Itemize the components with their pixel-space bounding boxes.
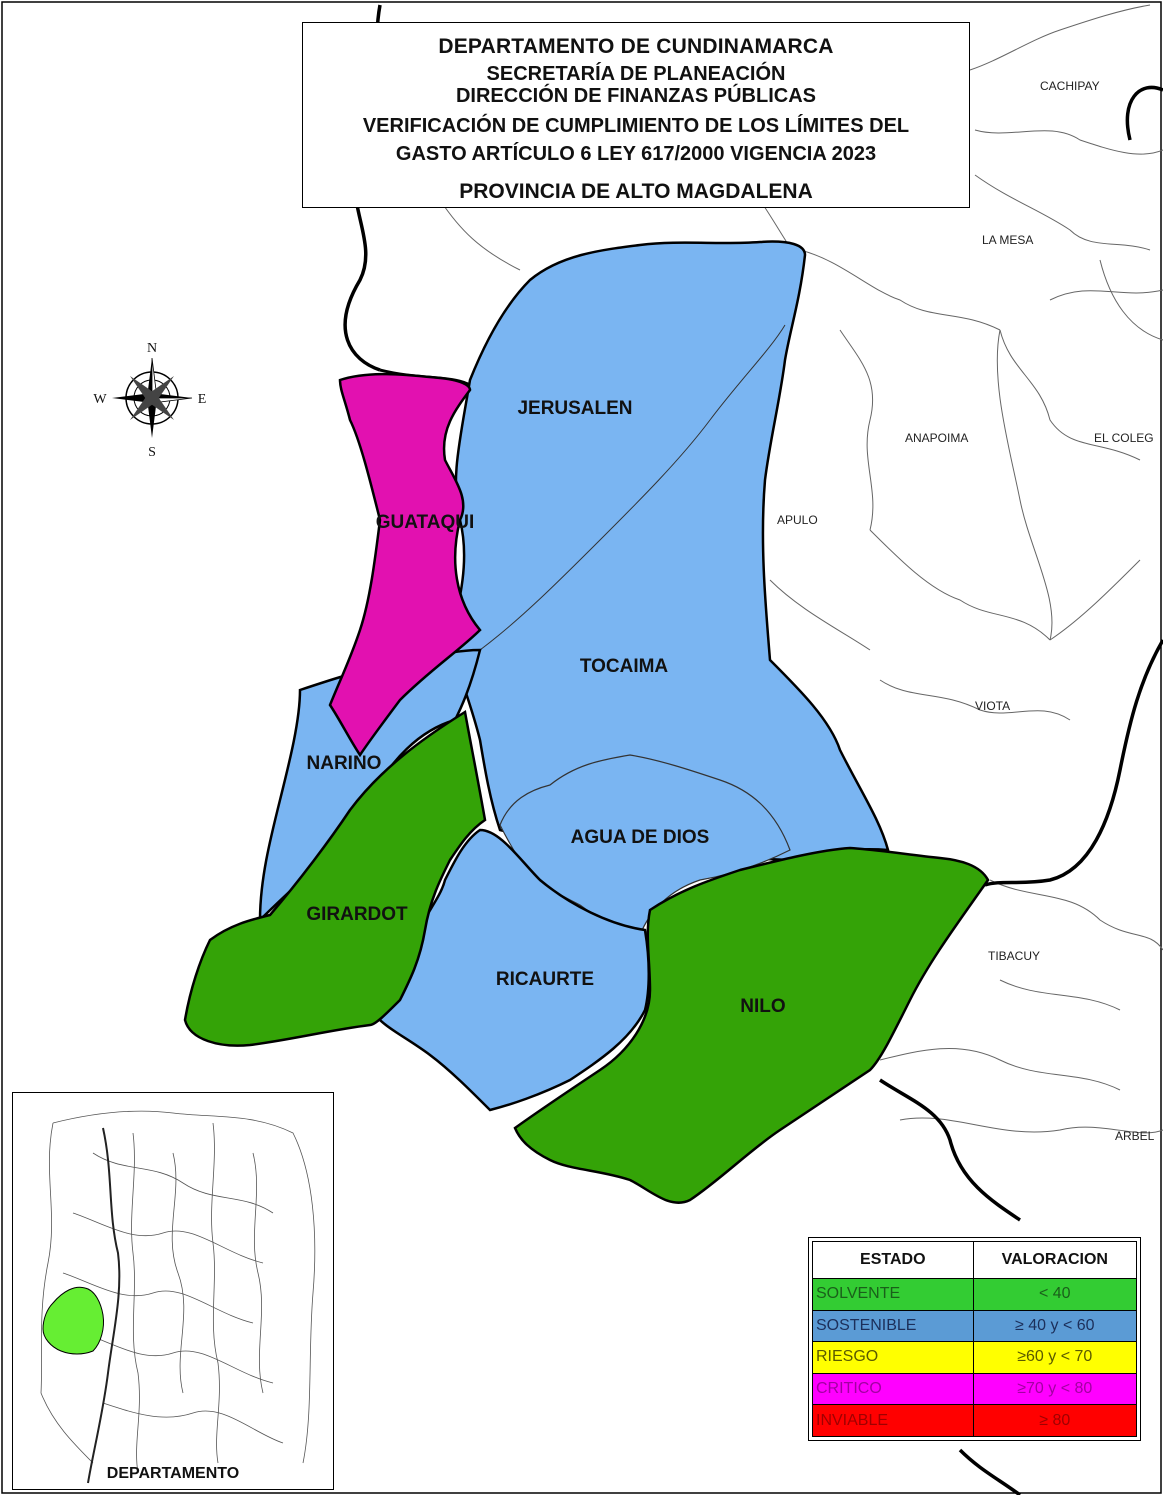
legend-header-valoracion: VALORACION [972, 1241, 1138, 1279]
inset-label: DEPARTAMENTO [106, 1465, 240, 1482]
municipality-nilo[interactable] [513, 846, 990, 1204]
label-narino: NARINO [307, 753, 382, 774]
legend-estado: RIESGO [812, 1341, 974, 1374]
legend-row: INVIABLE≥ 80 [812, 1404, 1138, 1437]
municipality-guataqui[interactable] [328, 372, 482, 758]
label-tibacuy: TIBACUY [988, 949, 1040, 963]
compass-e: E [198, 392, 207, 407]
inset-province-highlight [42, 1286, 104, 1355]
title-line-6: PROVINCIA DE ALTO MAGDALENA [459, 180, 813, 203]
municipality-tocaima[interactable] [448, 240, 890, 862]
label-ricaurte: RICAURTE [496, 969, 594, 990]
legend-row: SOSTENIBLE≥ 40 y < 60 [812, 1309, 1138, 1343]
neighbor-boundaries [439, 4, 1163, 1134]
border-jerusalen-tocaima [479, 324, 786, 651]
legend-valoracion: ≥70 y < 80 [972, 1372, 1138, 1406]
legend-valoracion: < 40 [972, 1278, 1138, 1311]
legend-valoracion: ≥60 y < 70 [972, 1341, 1138, 1374]
legend-estado: INVIABLE [812, 1404, 974, 1437]
label-jerusalen: JERUSALEN [517, 398, 632, 419]
title-line-3: DIRECCIÓN DE FINANZAS PÚBLICAS [455, 85, 816, 107]
legend-header-estado: ESTADO [812, 1241, 974, 1279]
title-line-2: SECRETARÍA DE PLANEACIÓN [486, 63, 786, 85]
legend-row: SOLVENTE< 40 [812, 1278, 1138, 1311]
legend-valoracion: ≥ 80 [972, 1404, 1138, 1437]
legend-valoracion: ≥ 40 y < 60 [972, 1309, 1138, 1343]
compass-s: S [148, 445, 156, 460]
legend-estado: CRITICO [812, 1372, 974, 1406]
label-el-colegio: EL COLEG [1094, 431, 1154, 445]
compass-rose: N S E W [93, 341, 206, 460]
legend-estado: SOSTENIBLE [812, 1309, 974, 1343]
legend-row: RIESGO≥60 y < 70 [812, 1341, 1138, 1374]
compass-n: N [147, 341, 157, 356]
title-line-5: GASTO ARTÍCULO 6 LEY 617/2000 VIGENCIA 2… [395, 143, 877, 165]
title-line-4: VERIFICACIÓN DE CUMPLIMIENTO DE LOS LÍMI… [362, 115, 910, 137]
label-arbelaez: ARBEL [1115, 1129, 1155, 1143]
inset-svg [40, 1110, 316, 1484]
legend-row: CRITICO≥70 y < 80 [812, 1372, 1138, 1406]
inset-department-map: DEPARTAMENTO [12, 1092, 334, 1490]
legend-estado: SOLVENTE [812, 1278, 974, 1311]
label-viota: VIOTA [975, 699, 1010, 713]
municipality-girardot[interactable] [183, 709, 487, 1047]
label-anapoima: ANAPOIMA [905, 431, 968, 445]
label-agua-de-dios: AGUA DE DIOS [571, 827, 710, 848]
label-nilo: NILO [740, 996, 785, 1017]
title-line-1: DEPARTAMENTO DE CUNDINAMARCA [438, 35, 834, 58]
title-box: DEPARTAMENTO DE CUNDINAMARCA SECRETARÍA … [302, 22, 970, 208]
label-cachipay: CACHIPAY [1040, 79, 1100, 93]
label-apulo: APULO [777, 513, 818, 527]
label-girardot: GIRARDOT [306, 904, 408, 925]
label-tocaima: TOCAIMA [580, 656, 669, 677]
compass-w: W [93, 392, 107, 407]
label-la-mesa: LA MESA [982, 233, 1033, 247]
label-guataqui: GUATAQUI [376, 512, 475, 533]
